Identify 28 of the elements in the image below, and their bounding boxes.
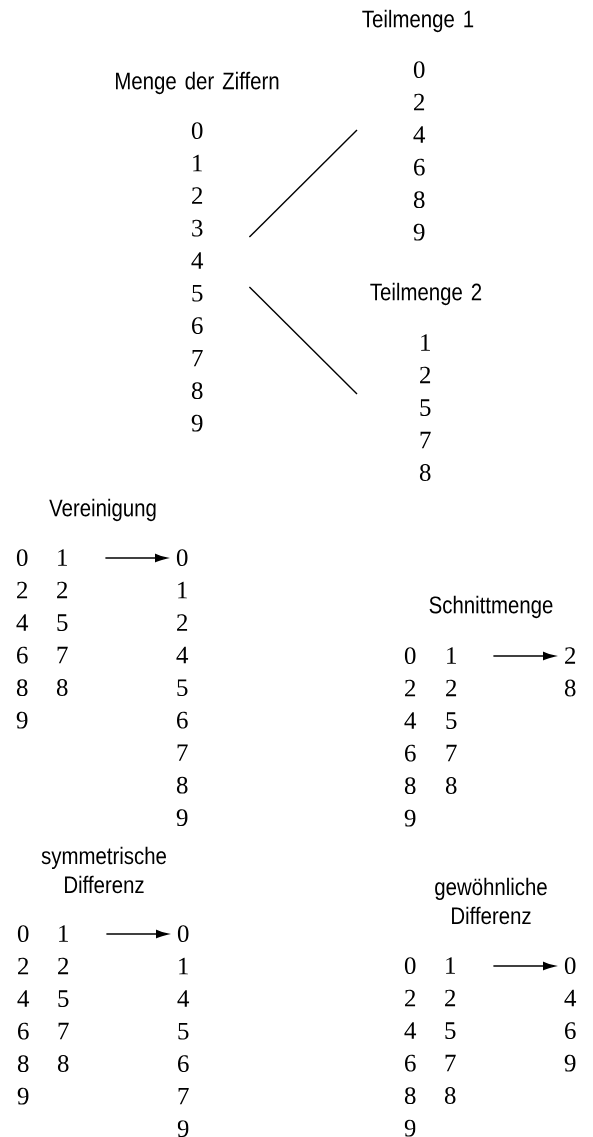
connector-line — [248, 286, 358, 395]
digit-column: 2 8 — [564, 647, 576, 697]
digit-column: 0 2 4 6 8 9 — [413, 61, 426, 241]
arrow — [492, 961, 556, 971]
arrow — [105, 929, 169, 939]
digit-column: 0 1 2 3 4 5 6 7 8 9 — [191, 122, 204, 432]
digit-column: 1 2 5 7 8 — [445, 647, 457, 794]
digit-column: 1 2 5 7 8 — [419, 334, 431, 481]
set-heading: symmetrische Differenz — [41, 846, 166, 894]
digit-column: 1 2 5 7 8 — [57, 925, 69, 1072]
digit-column: 0 2 4 6 8 9 — [17, 925, 30, 1105]
digit-column: 1 2 5 7 8 — [56, 549, 68, 696]
digit-column: 0 1 2 4 5 6 7 8 9 — [176, 549, 189, 827]
digit-column: 0 1 4 5 6 7 9 — [177, 925, 190, 1137]
digit-column: 0 4 6 9 — [564, 957, 577, 1072]
set-heading: Teilmenge 2 — [370, 282, 482, 306]
set-heading: Vereinigung — [49, 498, 156, 522]
set-heading: Schnittmenge — [429, 595, 553, 619]
digit-column: 0 2 4 6 8 9 — [16, 549, 29, 729]
digit-column: 1 2 5 7 8 — [444, 957, 456, 1104]
digit-column: 0 2 4 6 8 9 — [404, 647, 417, 827]
set-heading: Teilmenge 1 — [362, 9, 474, 33]
set-heading: gewöhnliche Differenz — [435, 877, 547, 925]
set-heading: Menge der Ziffern — [116, 71, 279, 95]
digit-column: 0 2 4 6 8 9 — [404, 957, 417, 1137]
arrow — [492, 651, 556, 661]
arrow — [104, 553, 168, 563]
connector-line — [248, 129, 358, 238]
